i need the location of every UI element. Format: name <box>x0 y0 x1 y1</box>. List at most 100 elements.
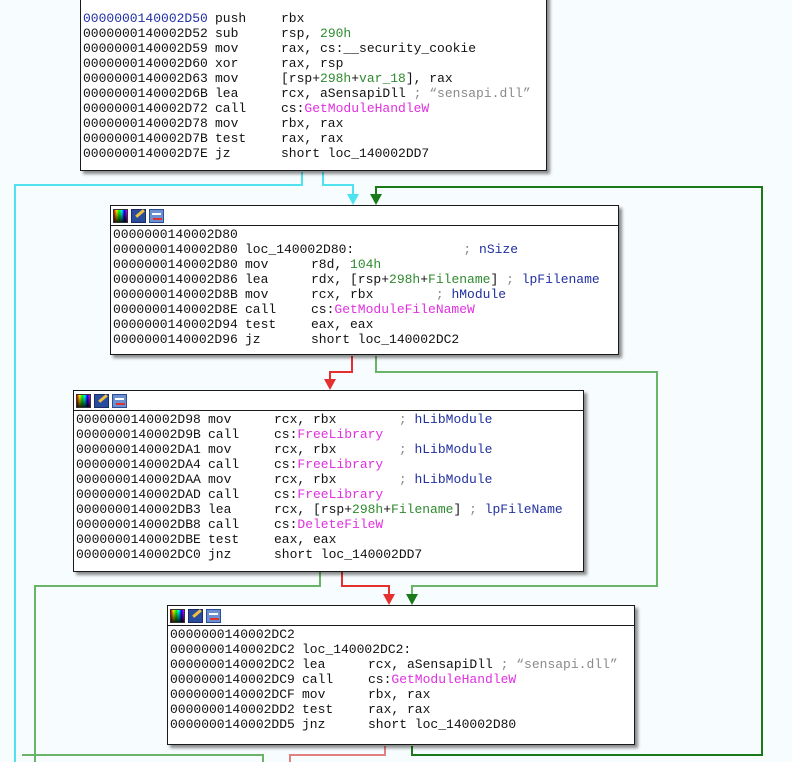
asm-operands: rcx, rbx ; hModule <box>311 287 506 302</box>
asm-line[interactable]: 0000000140002DB8 call cs:DeleteFileW <box>76 517 583 532</box>
api-name[interactable]: GetModuleHandleW <box>304 101 430 116</box>
asm-operand-text: cs: <box>274 517 298 532</box>
string-literal: “sensapi.dll” <box>516 657 618 672</box>
asm-address: 0000000140002D63 <box>83 71 208 86</box>
color-palette-icon[interactable] <box>76 393 91 408</box>
asm-label[interactable]: loc_140002DC2: <box>302 642 412 657</box>
asm-comment: lpFileName <box>484 502 563 517</box>
asm-address: 0000000140002DBE <box>76 532 201 547</box>
asm-operand-text: cs: <box>274 427 298 442</box>
asm-operand-text: rcx, rbx <box>274 442 337 457</box>
asm-operands: rax, rax <box>281 131 343 146</box>
asm-line[interactable]: 0000000140002D50 push rbx <box>83 11 546 26</box>
asm-operands: cs:FreeLibrary <box>274 487 383 502</box>
asm-mnemonic: call <box>208 427 240 442</box>
asm-operand-text: rbx, rax <box>368 687 431 702</box>
asm-line[interactable]: 0000000140002DC2 <box>170 627 634 642</box>
edit-node-icon[interactable] <box>94 393 109 408</box>
asm-line[interactable]: 0000000140002D80 <box>113 227 618 242</box>
asm-mnemonic: mov <box>245 287 269 302</box>
graph-overview-icon[interactable] <box>149 208 164 223</box>
asm-operands: rcx, aSensapiDll ; “sensapi.dll” <box>368 657 618 672</box>
block-header <box>74 391 583 411</box>
asm-label[interactable]: loc_140002D80: <box>245 242 355 257</box>
edge-2d50-fallthrough <box>322 172 354 196</box>
api-name[interactable]: FreeLibrary <box>297 487 384 502</box>
graph-overview-icon[interactable] <box>112 393 127 408</box>
asm-address: 0000000140002D96 <box>113 332 238 347</box>
asm-operands: cs:FreeLibrary <box>274 427 383 442</box>
asm-address: 0000000140002DB8 <box>76 517 201 532</box>
asm-operands: r8d, 104h <box>311 257 381 272</box>
edge-2dc2-jnz-loop-back <box>375 186 763 756</box>
asm-address: 0000000140002D80 <box>113 227 238 242</box>
asm-operands: rcx, [rsp+298h+Filename] ; lpFileName <box>274 502 563 517</box>
asm-mnemonic: call <box>208 457 240 472</box>
edit-node-icon[interactable] <box>131 208 146 223</box>
asm-mnemonic: call <box>208 517 240 532</box>
api-name[interactable]: GetModuleHandleW <box>391 672 517 687</box>
api-name[interactable]: DeleteFileW <box>297 517 384 532</box>
asm-operands: cs:GetModuleHandleW <box>368 672 516 687</box>
asm-operand-text: short loc_140002DD7 <box>281 146 430 161</box>
color-palette-icon[interactable] <box>170 608 185 623</box>
api-name[interactable]: FreeLibrary <box>297 457 384 472</box>
asm-mnemonic: push <box>215 11 247 26</box>
asm-comment: hLibModule <box>414 412 493 427</box>
asm-comment: hModule <box>451 287 507 302</box>
asm-mnemonic <box>302 627 368 642</box>
asm-operand-text: rax, cs:__security_cookie <box>281 41 477 56</box>
asm-mnemonic: test <box>302 702 334 717</box>
asm-address: 0000000140002DAD <box>76 487 201 502</box>
asm-operands: rbx <box>281 11 304 26</box>
asm-mnemonic: mov <box>215 41 239 56</box>
asm-operand-text: rsp, <box>281 26 321 41</box>
api-name[interactable]: GetModuleFileNameW <box>334 302 475 317</box>
asm-address: 0000000140002DCF <box>170 687 295 702</box>
asm-operand-text: [rsp+ <box>281 71 321 86</box>
color-palette-icon[interactable] <box>113 208 128 223</box>
api-name[interactable]: FreeLibrary <box>297 427 384 442</box>
edit-node-icon[interactable] <box>188 608 203 623</box>
asm-address: 0000000140002D50 <box>83 11 208 26</box>
graph-overview-icon[interactable] <box>206 608 221 623</box>
asm-operands: short loc_140002D80 <box>368 717 516 732</box>
